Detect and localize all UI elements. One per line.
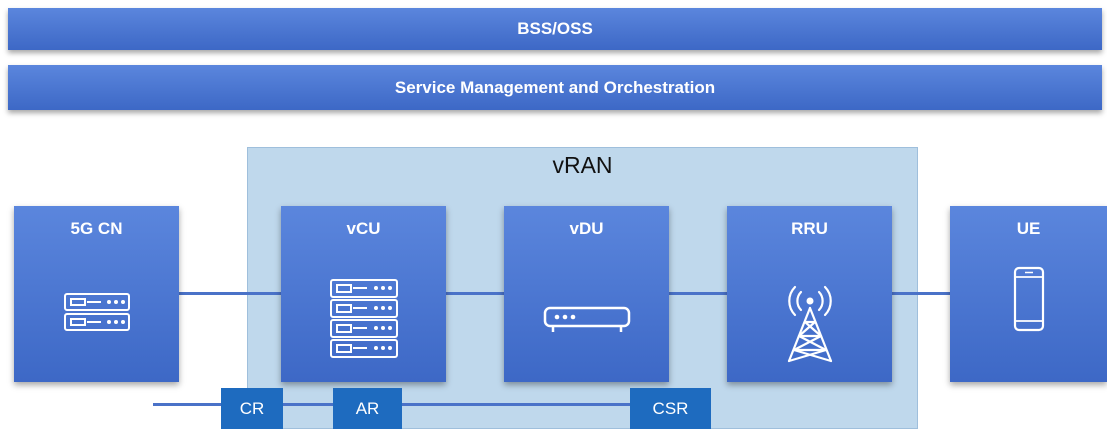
node-vcu-label: vCU <box>346 219 381 238</box>
node-vdu-label: vDU <box>569 219 604 238</box>
node-vdu: vDU <box>504 206 669 382</box>
node-5g-cn-label: 5G CN <box>70 219 123 238</box>
bss-oss-bar: BSS/OSS <box>8 8 1102 50</box>
router-cr-label: CR <box>239 398 265 418</box>
appliance-icon <box>543 306 631 332</box>
vran-title: vRAN <box>552 152 613 178</box>
node-5g-cn: 5G CN <box>14 206 179 382</box>
router-csr: CSR <box>630 388 711 429</box>
server-rack-2-icon <box>64 293 130 331</box>
node-rru-label: RRU <box>791 219 828 238</box>
router-ar: AR <box>333 388 402 429</box>
router-csr-label: CSR <box>652 398 689 418</box>
link-vcu-vdu <box>446 292 504 295</box>
smartphone-icon <box>1013 266 1045 332</box>
link-left-cr <box>153 403 221 406</box>
node-ue-label: UE <box>1016 219 1041 238</box>
node-rru: RRU <box>727 206 892 382</box>
bss-oss-label: BSS/OSS <box>517 19 593 38</box>
router-ar-label: AR <box>355 398 380 418</box>
link-ar-csr <box>402 403 630 406</box>
smo-bar: Service Management and Orchestration <box>8 65 1102 110</box>
node-ue: UE <box>950 206 1107 382</box>
node-vcu: vCU <box>281 206 446 382</box>
link-core-vcu <box>179 292 281 295</box>
link-cr-ar <box>283 403 333 406</box>
router-cr: CR <box>221 388 283 429</box>
radio-tower-icon <box>787 285 833 363</box>
link-rru-ue <box>892 292 950 295</box>
smo-label: Service Management and Orchestration <box>394 77 716 97</box>
server-rack-4-icon <box>330 279 398 358</box>
link-vdu-rru <box>669 292 727 295</box>
